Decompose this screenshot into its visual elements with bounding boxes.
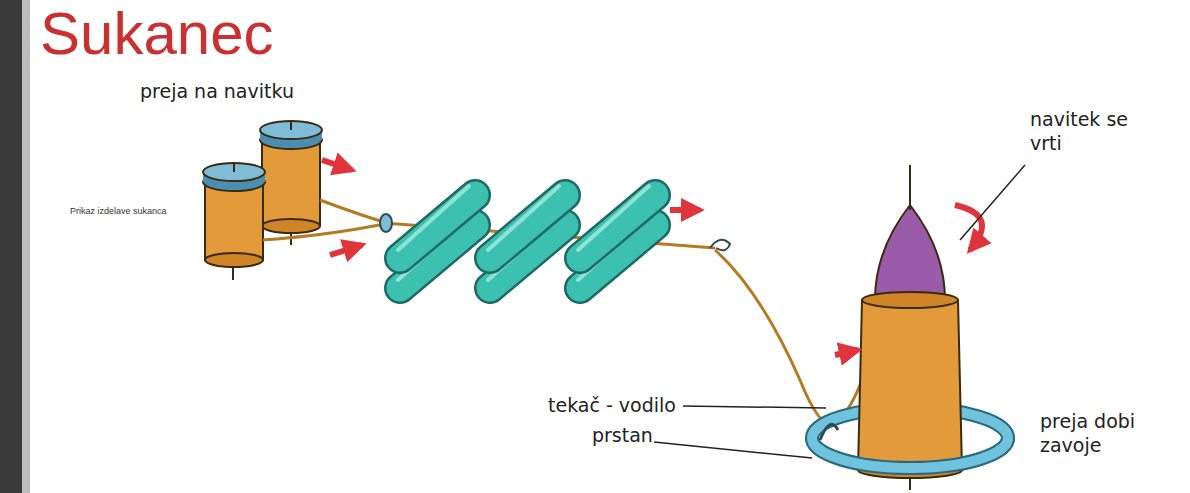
page-gutter bbox=[0, 0, 22, 493]
page-gutter-shade bbox=[22, 0, 30, 493]
ring-spindle bbox=[812, 165, 1008, 490]
figure-caption: Prikaz izdelave sukanca bbox=[70, 206, 167, 216]
page-title: Sukanec bbox=[40, 4, 274, 64]
ring-front bbox=[812, 438, 1008, 468]
ring-front-light bbox=[812, 438, 1008, 468]
yarn-guide-eye bbox=[380, 214, 392, 232]
drafting-rollers bbox=[398, 186, 655, 288]
guide-hook bbox=[710, 240, 730, 250]
part-label: preja dobi zavoje bbox=[1040, 410, 1170, 458]
yarn bbox=[263, 200, 870, 425]
part-label: navitek se vrti bbox=[1030, 108, 1160, 156]
part-label: preja na navitku bbox=[140, 80, 294, 104]
yarn-bobbins bbox=[203, 121, 322, 280]
part-label: prstan bbox=[592, 424, 653, 448]
part-label: tekač - vodilo bbox=[548, 394, 676, 418]
motion-arrows bbox=[322, 160, 982, 355]
leader-lines bbox=[654, 165, 1025, 458]
